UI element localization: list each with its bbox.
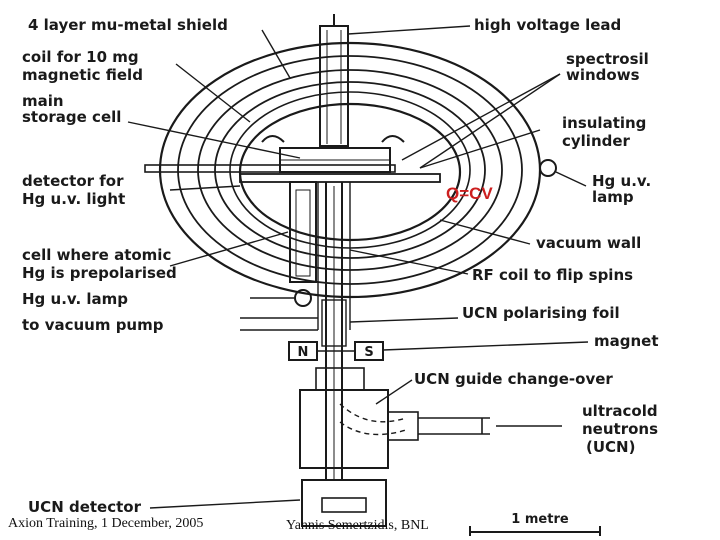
label-insulating-1: insulating bbox=[562, 114, 646, 132]
label-prepol-2: Hg is prepolarised bbox=[22, 264, 177, 282]
footer-left: Axion Training, 1 December, 2005 bbox=[8, 516, 204, 531]
label-coil-1: coil for 10 mg bbox=[22, 48, 139, 66]
label-windows-1: spectrosil bbox=[566, 50, 649, 68]
prepolarisation-cell bbox=[289, 181, 317, 307]
vacuum-pump-tube bbox=[240, 317, 318, 331]
label-storage-2: storage cell bbox=[22, 108, 121, 126]
scale-label: 1 metre bbox=[511, 512, 569, 527]
label-ucn-2: neutrons bbox=[582, 420, 658, 438]
label-hg-lamp-left: Hg u.v. lamp bbox=[22, 290, 128, 308]
leader-lines-right bbox=[347, 25, 589, 427]
hg-uv-lamp-right bbox=[539, 159, 557, 177]
label-insulating-2: cylinder bbox=[562, 132, 631, 150]
footer-center: Yannis Semertzidis, BNL bbox=[286, 518, 429, 533]
formula-overlay: Q=CV bbox=[446, 184, 493, 203]
label-guide-change: UCN guide change-over bbox=[414, 370, 613, 388]
label-hg-lamp-right-2: lamp bbox=[592, 188, 634, 206]
magnet-south-label: S bbox=[364, 345, 373, 360]
label-prepol-1: cell where atomic bbox=[22, 246, 171, 264]
central-column bbox=[317, 182, 351, 480]
label-shield: 4 layer mu-metal shield bbox=[28, 16, 228, 34]
label-ucn-detector: UCN detector bbox=[28, 498, 142, 516]
label-magnet: magnet bbox=[594, 332, 659, 350]
guide-change-over bbox=[299, 367, 490, 469]
label-coil-2: magnetic field bbox=[22, 66, 143, 84]
label-hv-lead: high voltage lead bbox=[474, 16, 621, 34]
detector-bar bbox=[144, 164, 441, 183]
label-detector-2: Hg u.v. light bbox=[22, 190, 125, 208]
scale-bar: 1 metre bbox=[469, 512, 601, 536]
label-hg-lamp-right-1: Hg u.v. bbox=[592, 172, 651, 190]
label-windows-2: windows bbox=[566, 66, 640, 84]
label-vacuum-pump: to vacuum pump bbox=[22, 316, 164, 334]
label-storage-1: main bbox=[22, 92, 64, 110]
high-voltage-lead bbox=[319, 14, 349, 147]
label-polarising-foil: UCN polarising foil bbox=[462, 304, 620, 322]
label-vacuum-wall: vacuum wall bbox=[536, 234, 641, 252]
magnet-assembly: N S bbox=[288, 341, 384, 361]
label-ucn-3: (UCN) bbox=[586, 438, 635, 456]
ucn-detector bbox=[301, 479, 387, 527]
label-detector-1: detector for bbox=[22, 172, 124, 190]
label-ucn-1: ultracold bbox=[582, 402, 658, 420]
magnet-north-label: N bbox=[298, 345, 309, 360]
leader-lines-left bbox=[127, 29, 301, 509]
label-rf-coil: RF coil to flip spins bbox=[472, 266, 633, 284]
